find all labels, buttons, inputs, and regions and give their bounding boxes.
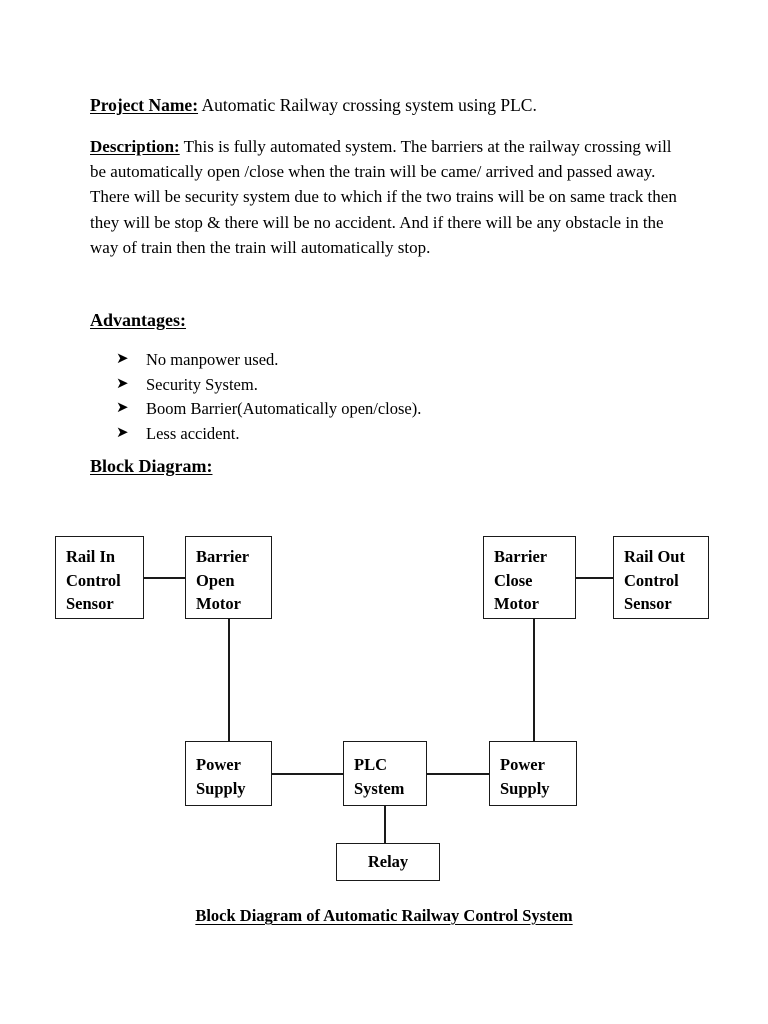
list-item: ➤ Security System. bbox=[116, 373, 596, 397]
connector-rail-in-to-barrier-open bbox=[144, 577, 186, 579]
connector-plc-to-relay bbox=[384, 806, 386, 844]
description-label: Description: bbox=[90, 137, 180, 156]
list-item-label: No manpower used. bbox=[146, 350, 279, 369]
diagram-caption: Block Diagram of Automatic Railway Contr… bbox=[0, 906, 768, 926]
connector-power-supply-left-to-plc bbox=[271, 773, 344, 775]
arrow-bullet-icon: ➤ bbox=[116, 424, 129, 441]
arrow-bullet-icon: ➤ bbox=[116, 375, 129, 392]
project-name-label: Project Name: bbox=[90, 95, 199, 115]
connector-barrier-open-to-power-supply-left bbox=[228, 618, 230, 742]
project-name-line: Project Name: Automatic Railway crossing… bbox=[90, 92, 690, 118]
list-item-label: Less accident. bbox=[146, 423, 240, 443]
block-diagram-heading: Block Diagram: bbox=[90, 456, 213, 476]
diagram-caption-text: Block Diagram of Automatic Railway Contr… bbox=[195, 906, 573, 925]
list-item-label: Security System. bbox=[146, 374, 258, 394]
list-item: ➤ Boom Barrier(Automatically open/close)… bbox=[116, 397, 596, 421]
advantages-list: ➤ No manpower used. ➤ Security System. ➤… bbox=[116, 348, 596, 446]
arrow-bullet-icon: ➤ bbox=[116, 351, 129, 367]
connector-barrier-close-to-rail-out bbox=[576, 577, 614, 579]
list-item: ➤ Less accident. bbox=[116, 422, 596, 446]
description-text: This is fully automated system. The barr… bbox=[90, 137, 677, 257]
diagram-box-label: Relay bbox=[367, 852, 409, 872]
advantages-heading: Advantages: bbox=[90, 310, 187, 330]
diagram-box-relay: Relay bbox=[336, 843, 440, 881]
list-item: ➤ No manpower used. bbox=[116, 348, 596, 372]
list-item-label: Boom Barrier(Automatically open/close). bbox=[146, 399, 422, 418]
project-name-value: Automatic Railway crossing system using … bbox=[201, 95, 537, 115]
connector-plc-to-power-supply-right bbox=[426, 773, 490, 775]
connector-barrier-close-to-power-supply-right bbox=[533, 618, 535, 742]
arrow-bullet-icon: ➤ bbox=[116, 400, 129, 416]
description-block: Description: This is fully automated sys… bbox=[90, 134, 680, 260]
